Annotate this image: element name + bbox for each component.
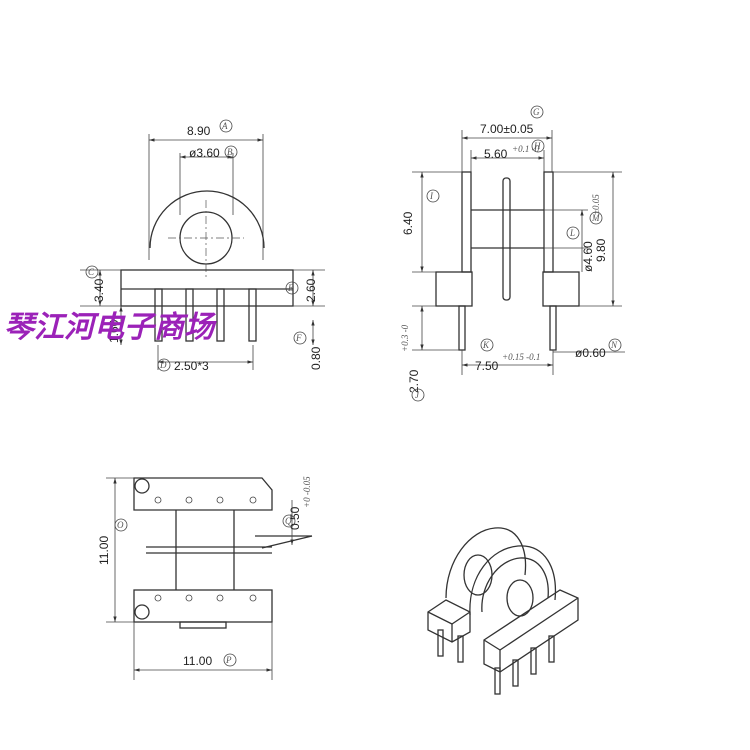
tag-h: H (533, 141, 541, 151)
front-pin-h-label: 1.60 (107, 319, 121, 343)
front-hole-label: ø3.60 (189, 146, 220, 160)
front-width-label: 8.90 (187, 124, 211, 138)
front-pin-len-label: 0.80 (309, 346, 323, 370)
top-slot-tol: +0 -0.05 (302, 476, 312, 508)
tag-d: D (159, 360, 167, 370)
tag-q: Q (285, 516, 292, 526)
tag-c: C (88, 267, 95, 277)
tag-j: J (415, 390, 420, 400)
side-view: 7.00±0.05 G 5.60 +0.1 -0 H 6.40 I (400, 105, 625, 402)
side-pin-sp-tol: +0.15 -0.1 (502, 352, 540, 362)
tag-a: A (221, 121, 228, 131)
front-pitch-label: 2.50*3 (174, 359, 209, 373)
side-width-label: 7.00±0.05 (480, 122, 534, 136)
side-core-label: ø4.60 (581, 241, 595, 272)
tag-m: M (591, 213, 600, 223)
side-pin-sp-label: 7.50 (475, 359, 499, 373)
side-inner-tol: +0.1 -0 (512, 144, 540, 154)
side-pin-len-label: 2.70 (407, 369, 421, 393)
front-base-h-label: 3.40 (92, 278, 106, 302)
front-base-h2-label: 2.60 (304, 278, 318, 302)
side-height-label: 6.40 (401, 211, 415, 235)
tag-g: G (533, 107, 540, 117)
tag-e: E (287, 283, 294, 293)
tag-b: B (227, 147, 233, 157)
tag-k: K (482, 340, 490, 350)
watermark-text: 琴江河电子商场 (4, 310, 217, 345)
side-pin-len-tol: +0.3 -0 (400, 324, 410, 352)
isometric-view (427, 527, 579, 695)
tag-l: L (569, 228, 575, 238)
top-height-label: 11.00 (97, 536, 111, 565)
side-core-tol: ±0.05 (591, 194, 601, 215)
top-view: 11.00 O 11.00 P 0.50 +0 -0.05 Q (97, 476, 313, 680)
tag-p: P (225, 655, 232, 665)
pin-holes (154, 496, 257, 602)
tag-n: N (610, 340, 618, 350)
iso-pins (437, 629, 555, 695)
side-pin-dia-label: ø0.60 (575, 346, 606, 360)
tag-o: O (117, 520, 124, 530)
side-inner-label: 5.60 (484, 147, 508, 161)
tag-i: I (429, 191, 434, 201)
top-slot-label: 0.50 (288, 506, 302, 530)
side-total-label: 9.80 (594, 238, 608, 262)
front-view: 8.90 A ø3.60 B 3.40 C 1.60 2.60 (80, 119, 325, 373)
tag-f: F (295, 333, 302, 343)
top-width-label: 11.00 (183, 654, 212, 668)
